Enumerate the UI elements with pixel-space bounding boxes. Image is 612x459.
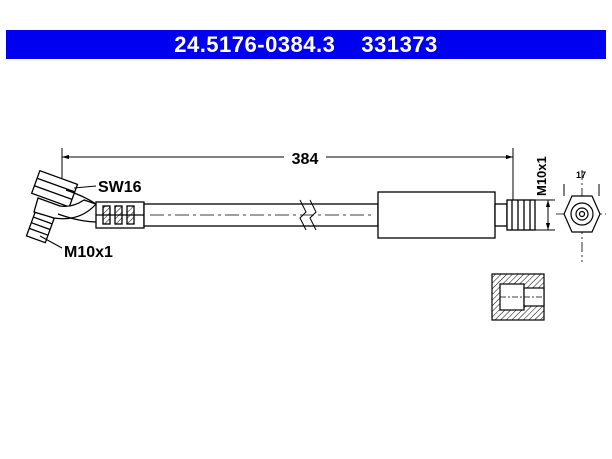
right-thread-dimension: M10x1 bbox=[534, 156, 555, 231]
left-elbow-fitting bbox=[25, 169, 99, 244]
part-number: 24.5176-0384.3 bbox=[174, 31, 336, 57]
hose-body bbox=[143, 199, 379, 231]
right-end-fitting bbox=[494, 199, 536, 231]
end-view-label: 17 bbox=[576, 170, 586, 180]
wrench-size-annotation: SW16 bbox=[73, 179, 142, 196]
left-crimp-ferrule bbox=[95, 201, 145, 229]
left-thread-annotation: M10x1 bbox=[39, 235, 113, 261]
end-view: 17 bbox=[556, 170, 606, 262]
wrench-size-label: SW16 bbox=[98, 179, 142, 196]
left-thread-label: M10x1 bbox=[64, 244, 113, 261]
length-dimension: 384 bbox=[61, 148, 514, 200]
section-detail bbox=[491, 273, 545, 321]
right-thread-label: M10x1 bbox=[534, 156, 549, 196]
hose-sleeve bbox=[377, 191, 496, 239]
reference-number: 331373 bbox=[361, 31, 438, 57]
length-label: 384 bbox=[292, 151, 319, 168]
title-bar: 24.5176-0384.3 331373 bbox=[6, 30, 606, 59]
